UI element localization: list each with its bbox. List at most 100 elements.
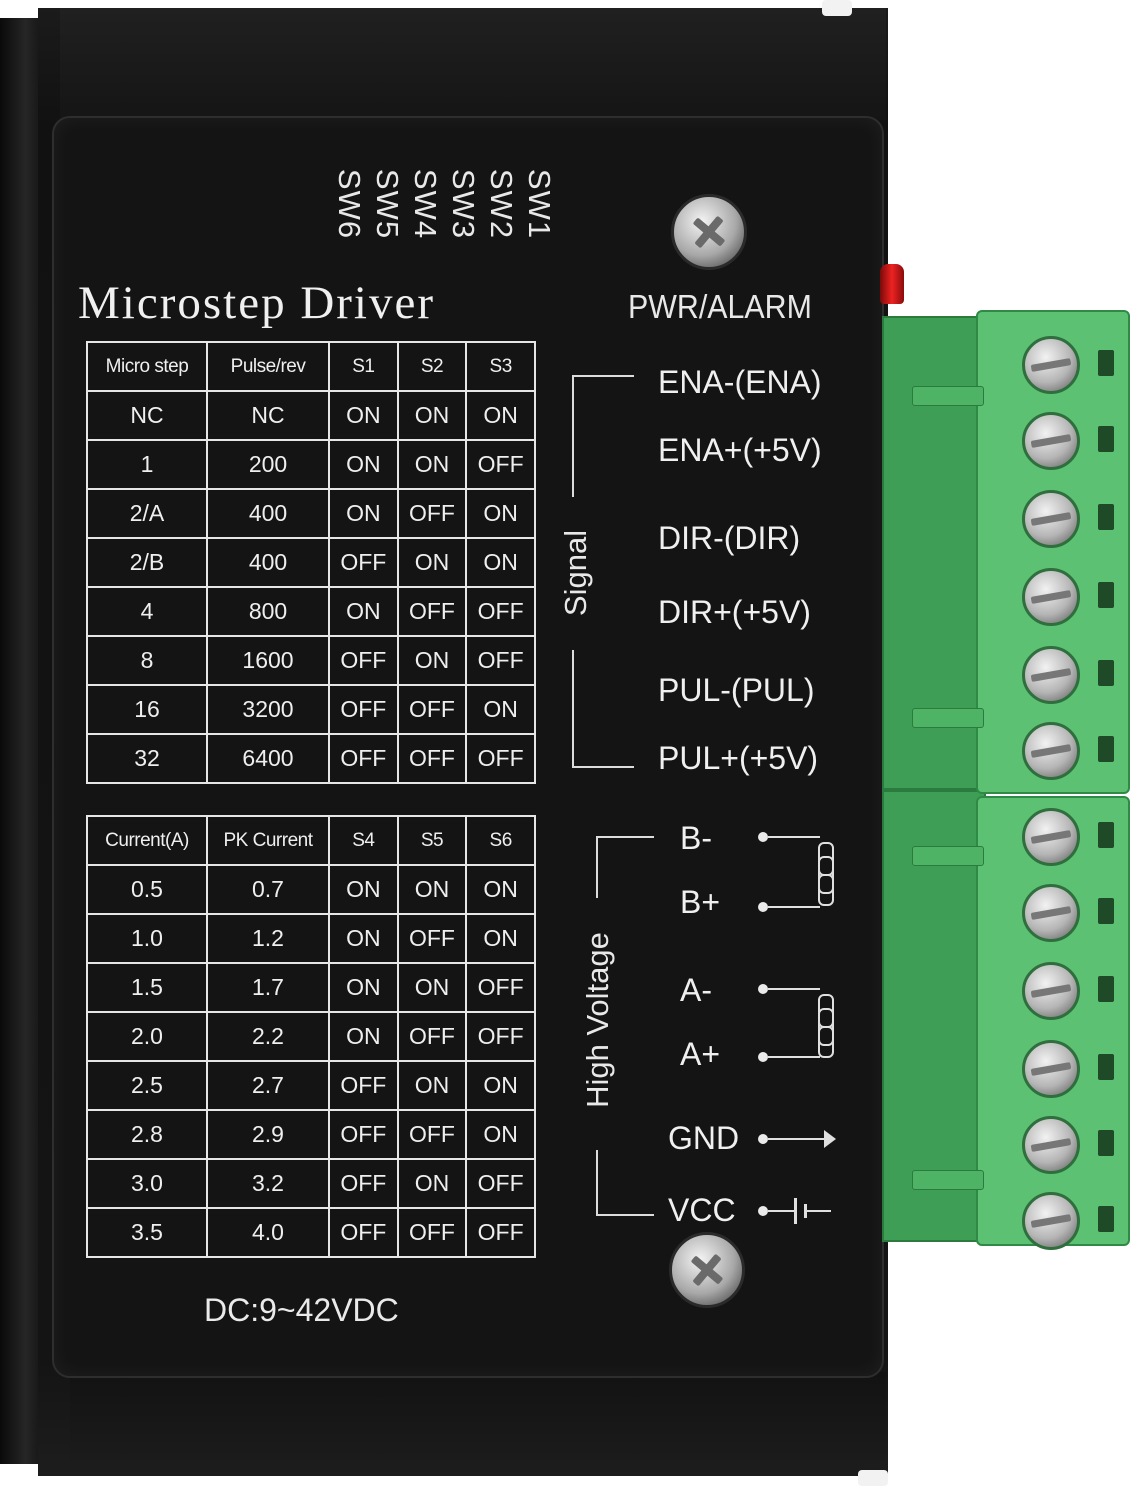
terminal-screw-ena-minus[interactable] <box>1022 336 1080 394</box>
terminal-fin <box>912 708 984 728</box>
terminal-screw-dir-minus[interactable] <box>1022 490 1080 548</box>
table-cell: OFF <box>396 488 468 539</box>
terminal-label-pul-plus: PUL+(+5V) <box>658 740 819 776</box>
terminal-screw-b-plus[interactable] <box>1022 884 1080 942</box>
table-header: PK Current <box>206 815 330 866</box>
wire-slot[interactable] <box>1098 822 1114 848</box>
terminal-screw-pul-plus[interactable] <box>1022 722 1080 780</box>
wire-slot[interactable] <box>1098 426 1114 452</box>
wire-slot[interactable] <box>1098 504 1114 530</box>
table-header: S5 <box>396 815 468 866</box>
table-header: S2 <box>396 341 468 392</box>
table-cell: 2.7 <box>206 1060 330 1111</box>
table-cell: OFF <box>465 586 536 637</box>
wire-slot[interactable] <box>1098 898 1114 924</box>
table-cell: 8 <box>86 635 208 686</box>
table-cell: ON <box>328 1011 399 1062</box>
mounting-hole <box>822 0 852 16</box>
led-icon <box>880 264 904 304</box>
terminal-label-gnd: GND <box>668 1120 740 1156</box>
table-cell: ON <box>396 537 468 588</box>
table-cell: OFF <box>396 913 468 964</box>
table-cell: 2.5 <box>86 1060 208 1111</box>
mounting-hole <box>858 1470 888 1486</box>
product-title: Microstep Driver <box>78 277 435 329</box>
table-cell: 16 <box>86 684 208 735</box>
wire-slot[interactable] <box>1098 1054 1114 1080</box>
terminal-fin <box>912 386 984 406</box>
terminal-screw-a-minus[interactable] <box>1022 962 1080 1020</box>
table-cell: ON <box>328 864 399 915</box>
terminal-label-ena-plus: ENA+(+5V) <box>658 432 822 468</box>
terminal-screw-dir-plus[interactable] <box>1022 568 1080 626</box>
table-cell: 2.0 <box>86 1011 208 1062</box>
table-cell: 2.2 <box>206 1011 330 1062</box>
terminal-screw-b-minus[interactable] <box>1022 808 1080 866</box>
terminal-screw-gnd[interactable] <box>1022 1116 1080 1174</box>
table-cell: 3200 <box>206 684 330 735</box>
terminal-fin <box>912 846 984 866</box>
indicator-label: PWR/ALARM <box>628 288 812 325</box>
signal-bracket-bottom <box>572 650 634 768</box>
table-cell: 4 <box>86 586 208 637</box>
terminal-label-b-plus: B+ <box>680 884 721 920</box>
wire-slot[interactable] <box>1098 976 1114 1002</box>
table-cell: 400 <box>206 537 330 588</box>
signal-group-label: Signal <box>558 529 593 616</box>
table-cell: 1600 <box>206 635 330 686</box>
switch-label: SW3 <box>446 168 481 240</box>
table-header: Current(A) <box>86 815 208 866</box>
terminal-screw-a-plus[interactable] <box>1022 1040 1080 1098</box>
table-header: S6 <box>465 815 536 866</box>
table-cell: ON <box>328 586 399 637</box>
wire-slot[interactable] <box>1098 660 1114 686</box>
table-cell: OFF <box>396 1207 468 1258</box>
table-cell: OFF <box>465 439 536 490</box>
table-cell: 3.0 <box>86 1158 208 1209</box>
table-cell: ON <box>465 1109 536 1160</box>
heat-sink-top-fin <box>60 8 886 120</box>
terminal-screw-ena-plus[interactable] <box>1022 412 1080 470</box>
phillips-screw-icon <box>669 1232 745 1308</box>
wire-slot[interactable] <box>1098 582 1114 608</box>
table-cell: ON <box>328 439 399 490</box>
terminal-label-vcc: VCC <box>668 1192 736 1228</box>
table-cell: ON <box>396 1060 468 1111</box>
table-header: S3 <box>465 341 536 392</box>
terminal-screw-pul-minus[interactable] <box>1022 646 1080 704</box>
table-cell: OFF <box>465 1011 536 1062</box>
table-cell: OFF <box>465 962 536 1013</box>
terminal-label-ena-minus: ENA-(ENA) <box>658 364 822 400</box>
terminal-label-dir-plus: DIR+(+5V) <box>658 594 811 630</box>
wire-slot[interactable] <box>1098 1130 1114 1156</box>
table-cell: ON <box>465 864 536 915</box>
table-cell: OFF <box>328 733 399 784</box>
table-cell: ON <box>465 1060 536 1111</box>
phillips-screw-icon <box>671 194 747 270</box>
wire-slot[interactable] <box>1098 1206 1114 1232</box>
terminal-label-a-plus: A+ <box>680 1036 721 1072</box>
table-cell: OFF <box>328 1109 399 1160</box>
table-cell: 2/B <box>86 537 208 588</box>
table-cell: ON <box>396 864 468 915</box>
table-cell: 2.8 <box>86 1109 208 1160</box>
wire-slot[interactable] <box>1098 736 1114 762</box>
table-cell: OFF <box>465 733 536 784</box>
table-cell: ON <box>328 913 399 964</box>
terminal-screw-vcc[interactable] <box>1022 1192 1080 1250</box>
table-cell: 200 <box>206 439 330 490</box>
wire-slot[interactable] <box>1098 350 1114 376</box>
table-cell: 32 <box>86 733 208 784</box>
table-header: Pulse/rev <box>206 341 330 392</box>
terminal-label-pul-minus: PUL-(PUL) <box>658 672 815 708</box>
table-cell: ON <box>465 488 536 539</box>
table-header-row: Current(A) PK Current S4 S5 S6 <box>86 815 536 866</box>
table-cell: 4.0 <box>206 1207 330 1258</box>
